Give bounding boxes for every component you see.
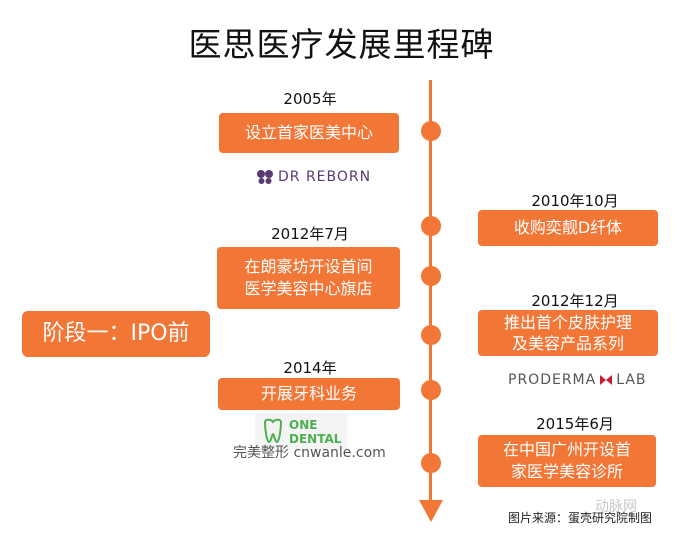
tooth-icon [263, 418, 283, 444]
event-text-line: 在朗豪坊开设首间 [244, 257, 373, 276]
event-text-line: 及美容产品系列 [511, 334, 624, 353]
event-date: 2012年12月 [531, 292, 619, 310]
event-date: 2005年 [283, 90, 337, 108]
proderma-lab-logo: PRODERMA LAB [508, 371, 647, 389]
event-box: 推出首个皮肤护理 及美容产品系列 [478, 310, 658, 356]
event-date: 2012年7月 [271, 225, 349, 243]
event-box: 收购奕靓D纤体 [478, 210, 658, 246]
event-text-line: 在中国广州开设首 [502, 440, 631, 459]
caption: 完美整形 cnwanle.com [233, 445, 386, 461]
event-date: 2015年6月 [536, 415, 614, 433]
timeline-dot [421, 325, 441, 345]
image-source: 图片来源：蛋壳研究院制图 [508, 511, 653, 525]
page-title: 医思医疗发展里程碑 [188, 25, 495, 64]
butterfly-icon [257, 170, 273, 184]
stage-label: 阶段一：IPO前 [22, 311, 210, 357]
watermark: 动脉网 [595, 499, 637, 515]
timeline-dot [421, 121, 441, 141]
event-box: 在朗豪坊开设首间 医学美容中心旗店 [217, 247, 400, 309]
event-box: 开展牙科业务 [218, 378, 400, 410]
event-date: 2010年10月 [531, 192, 619, 210]
timeline-dot [421, 453, 441, 473]
proderma-logo-text: PRODERMA [508, 372, 597, 388]
timeline-dot [421, 380, 441, 400]
dr-reborn-logo: DR REBORN [256, 167, 376, 187]
event-text-line: 医学美容中心旗店 [244, 279, 373, 298]
event-box: 在中国广州开设首 家医学美容诊所 [478, 435, 656, 487]
event-box: 设立首家医美中心 [219, 113, 399, 153]
one-dental-logo: ONE DENTAL [255, 414, 347, 450]
proderma-logo-text: LAB [616, 372, 647, 388]
timeline-arrow-icon [419, 500, 443, 522]
one-dental-text: ONE [289, 418, 318, 432]
dr-reborn-logo-text: DR REBORN [278, 169, 372, 185]
butterfly-icon [600, 375, 613, 385]
timeline-dot [421, 266, 441, 286]
event-text-line: 家医学美容诊所 [510, 462, 623, 481]
timeline-axis [429, 80, 432, 505]
event-text-line: 推出首个皮肤护理 [503, 313, 632, 332]
timeline-dot [421, 216, 441, 236]
one-dental-text: DENTAL [289, 432, 342, 446]
event-date: 2014年 [283, 359, 337, 377]
